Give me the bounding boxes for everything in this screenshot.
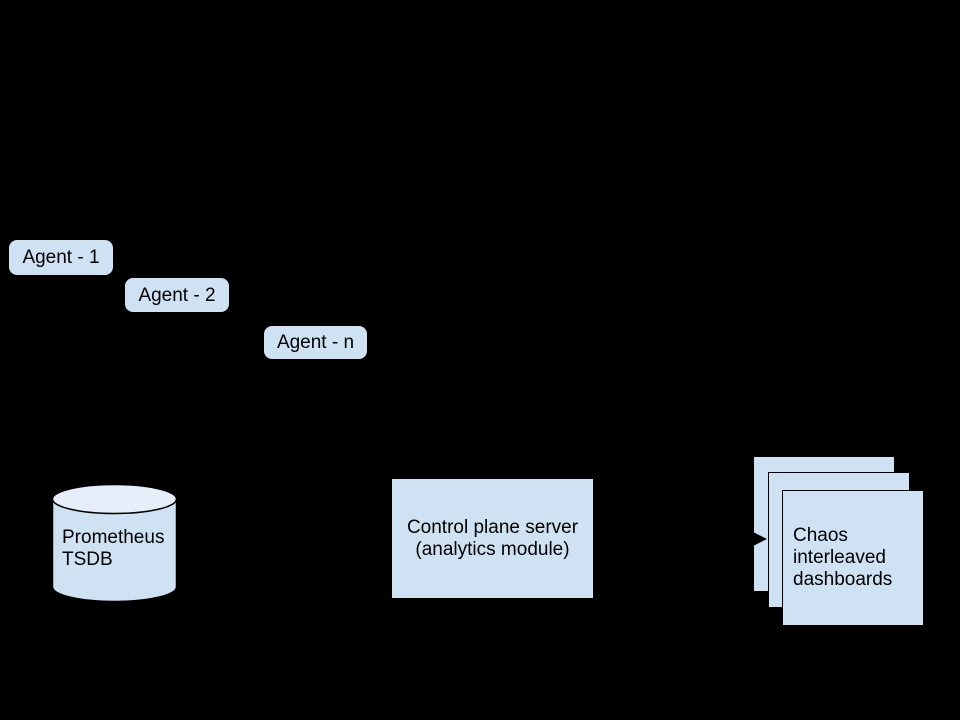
agent-node-2: Agent - 2 <box>125 278 229 312</box>
control-plane-label-line2: (analytics module) <box>415 538 570 560</box>
agent-node-n: Agent - n <box>264 326 367 359</box>
agent-node-1: Agent - 1 <box>9 240 113 275</box>
agent-n-label: Agent - n <box>276 332 355 353</box>
agent-2-label: Agent - 2 <box>138 284 216 306</box>
arrowhead-right-icon <box>753 532 767 546</box>
control-plane-label: Control plane server (analytics module) <box>407 517 578 561</box>
control-plane-label-line1: Control plane server <box>406 516 579 538</box>
control-plane-node: Control plane server (analytics module) <box>392 479 593 598</box>
tsdb-label-line2: TSDB <box>62 549 113 570</box>
dashboard-card-front: Chaos interleaved dashboards <box>782 490 924 626</box>
connector-line <box>593 537 754 539</box>
tsdb-label: Prometheus TSDB <box>62 527 164 571</box>
dashboards-label: Chaos interleaved dashboards <box>793 525 893 590</box>
database-cylinder-icon <box>51 483 178 603</box>
agent-1-label: Agent - 1 <box>22 247 100 268</box>
prometheus-tsdb-node: Prometheus TSDB <box>51 483 178 603</box>
tsdb-label-line1: Prometheus <box>62 527 165 548</box>
